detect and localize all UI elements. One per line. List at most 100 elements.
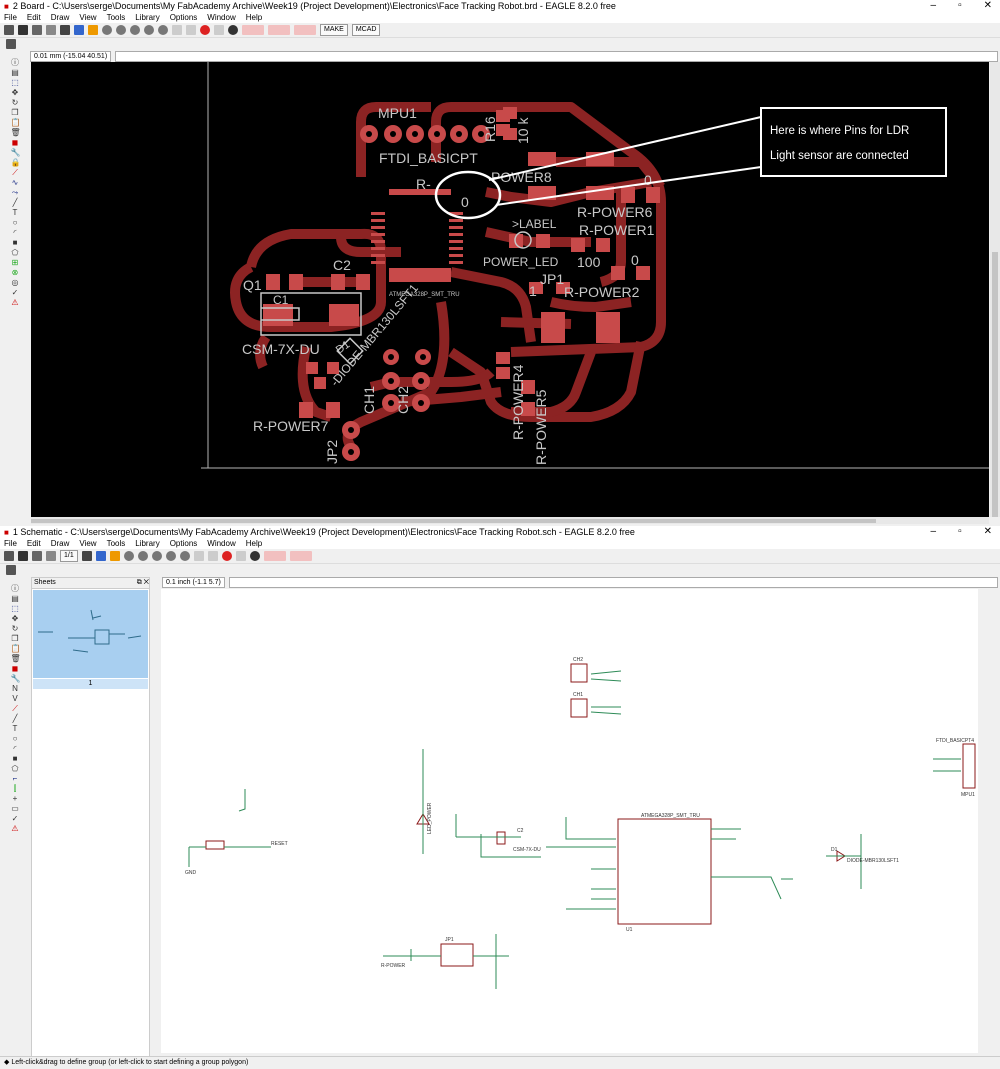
group-icon[interactable]: ◼ [11, 138, 19, 147]
rect-icon[interactable]: ■ [12, 754, 18, 763]
circle-icon[interactable]: ○ [12, 734, 18, 743]
paste-icon[interactable]: 📋 [10, 118, 21, 127]
delete-icon[interactable]: 🗑 [10, 654, 21, 663]
undo-icon[interactable] [172, 25, 182, 35]
stop-icon[interactable] [221, 551, 232, 561]
maximize-button[interactable]: ▫ [958, 526, 962, 537]
menu-options[interactable]: Options [169, 539, 198, 548]
board-command-input[interactable] [115, 50, 998, 62]
board-horizontal-scrollbar[interactable] [31, 517, 989, 524]
rotate-icon[interactable]: ↻ [11, 98, 19, 107]
sheet-number[interactable]: 1 [33, 679, 148, 689]
sp-icon[interactable] [294, 25, 316, 35]
menu-file[interactable]: File [4, 13, 17, 22]
line-icon[interactable]: ╱ [12, 714, 18, 723]
junction-icon[interactable]: + [12, 794, 18, 803]
paste-icon[interactable]: 📋 [10, 644, 21, 653]
drc-icon[interactable]: ✓ [11, 288, 19, 297]
open-icon[interactable] [4, 25, 14, 35]
text-icon[interactable]: T [12, 724, 18, 733]
arc-icon[interactable]: ◜ [13, 744, 17, 753]
circle-icon[interactable]: ○ [12, 218, 18, 227]
ratsnest-icon[interactable]: ⊞ [11, 258, 19, 267]
sheet-thumbnail[interactable] [33, 590, 148, 678]
close-button[interactable]: ✕ [983, 526, 992, 537]
errors-icon[interactable]: ⚠ [11, 824, 19, 833]
info-icon[interactable]: ⓘ [11, 58, 19, 67]
design-link-icon[interactable] [242, 25, 264, 35]
copy-icon[interactable]: ❐ [11, 634, 19, 643]
schematic-vertical-scrollbar[interactable] [990, 589, 1000, 1053]
undo-icon[interactable] [193, 551, 204, 561]
group-icon[interactable]: ◼ [11, 664, 19, 673]
print-icon[interactable] [32, 551, 42, 561]
menu-help[interactable]: Help [245, 539, 263, 548]
split-icon[interactable]: ⟋ [12, 168, 18, 177]
menu-tools[interactable]: Tools [106, 13, 126, 22]
stop-icon[interactable] [200, 25, 210, 35]
route-icon[interactable]: ∿ [11, 178, 19, 187]
hole-icon[interactable]: ◎ [11, 278, 19, 287]
menu-view[interactable]: View [79, 13, 97, 22]
move-icon[interactable]: ✥ [11, 614, 19, 623]
change-icon[interactable]: 🔧 [10, 148, 21, 157]
grid-icon[interactable] [6, 39, 16, 49]
layers-icon[interactable]: ▤ [11, 68, 19, 77]
zoom-fit-icon[interactable] [102, 25, 112, 35]
spice-icon[interactable] [289, 551, 312, 561]
menu-file[interactable]: File [4, 539, 17, 548]
zoom-select-icon[interactable] [165, 551, 176, 561]
save-icon[interactable] [18, 551, 28, 561]
info-icon[interactable]: ⓘ [11, 584, 19, 593]
value-icon[interactable]: V [12, 694, 18, 703]
menu-draw[interactable]: Draw [50, 539, 70, 548]
menu-help[interactable]: Help [245, 13, 263, 22]
text-icon[interactable]: T [12, 208, 18, 217]
split-icon[interactable]: ⟋ [12, 704, 18, 713]
schematic-icon[interactable] [74, 25, 84, 35]
menu-window[interactable]: Window [207, 539, 236, 548]
minimize-button[interactable]: – [930, 0, 937, 11]
board-vertical-scrollbar[interactable] [990, 62, 1000, 517]
design-link-icon[interactable] [263, 551, 286, 561]
via-icon[interactable]: ⊗ [11, 268, 19, 277]
redraw-icon[interactable] [158, 25, 168, 35]
bus-icon[interactable]: ⫿ [13, 784, 17, 793]
zoom-select-icon[interactable] [144, 25, 154, 35]
delete-icon[interactable]: 🗑 [10, 128, 21, 137]
arc-icon[interactable]: ◜ [13, 228, 17, 237]
redraw-icon[interactable] [179, 551, 190, 561]
rotate-icon[interactable]: ↻ [11, 624, 19, 633]
polygon-icon[interactable]: ⬠ [11, 248, 19, 257]
line-icon[interactable]: ╱ [12, 198, 18, 207]
zoom-in-icon[interactable] [137, 551, 148, 561]
zoom-out-icon[interactable] [151, 551, 162, 561]
layers-icon[interactable]: ▤ [11, 594, 19, 603]
script-icon[interactable] [88, 25, 98, 35]
redo-icon[interactable] [207, 551, 218, 561]
menu-edit[interactable]: Edit [26, 13, 41, 22]
script-icon[interactable] [109, 551, 120, 561]
pcb-quote-icon[interactable] [268, 25, 290, 35]
cam-icon[interactable] [46, 551, 56, 561]
library-icon[interactable] [60, 25, 70, 35]
label-icon[interactable]: ▭ [11, 804, 19, 813]
minimize-button[interactable]: – [930, 526, 937, 537]
help-icon[interactable] [249, 551, 260, 561]
change-icon[interactable]: 🔧 [10, 674, 21, 683]
move-icon[interactable]: ✥ [11, 88, 19, 97]
zoom-out-icon[interactable] [130, 25, 140, 35]
save-icon[interactable] [18, 25, 28, 35]
maximize-button[interactable]: ▫ [958, 0, 962, 11]
menu-library[interactable]: Library [135, 539, 160, 548]
zoom-in-icon[interactable] [116, 25, 126, 35]
cam-icon[interactable] [46, 25, 56, 35]
rect-icon[interactable]: ■ [12, 238, 18, 247]
board-canvas[interactable]: MPU1 FTDI_BASICPT R- POWER8 R16 10 k R-P… [31, 62, 989, 517]
panel-close-icon[interactable]: ⧉ ✕ [136, 579, 149, 586]
close-button[interactable]: ✕ [983, 0, 992, 11]
menu-edit[interactable]: Edit [26, 539, 41, 548]
menu-window[interactable]: Window [207, 13, 236, 22]
open-icon[interactable] [4, 551, 14, 561]
copy-icon[interactable]: ❐ [11, 108, 19, 117]
